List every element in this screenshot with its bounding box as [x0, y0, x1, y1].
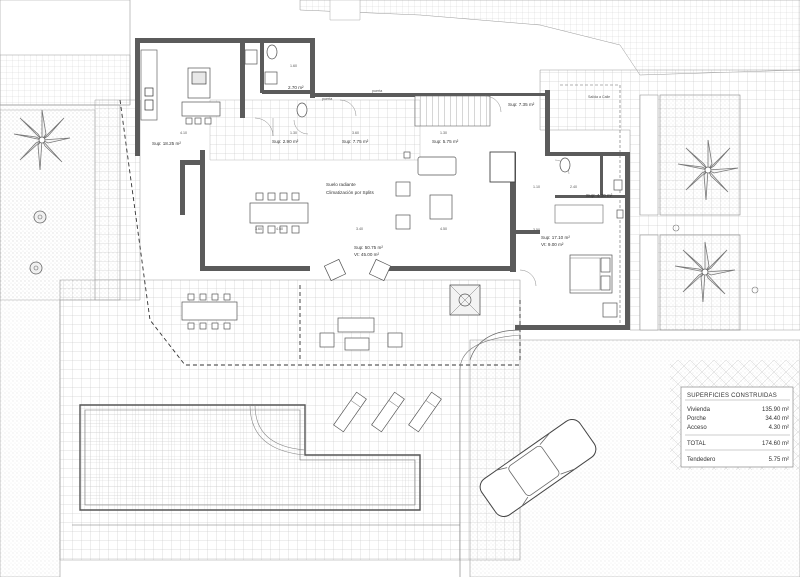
summary-row-label: Vivienda [687, 407, 711, 413]
kitchen-furniture [181, 44, 308, 125]
summary-table: SUPERFICIES CONSTRUIDAS Vivienda 135.90 … [680, 386, 794, 468]
palm-tree-icon [677, 139, 739, 201]
door-arcs [254, 95, 570, 287]
living-ac: Climatización por Splits [326, 190, 374, 195]
kitchen-area: Sup: 18.25 m² [152, 141, 181, 146]
bedroom-furniture [559, 157, 624, 318]
office-dim: 1.30 [440, 131, 447, 135]
summary-extra-value: 5.75 m² [769, 457, 789, 463]
living-dim-d: 4.50 [440, 227, 447, 231]
bath2-area: Sup: 4.30 m² [586, 193, 613, 198]
stair-area: Sup: 7.35 m² [508, 102, 535, 107]
summary-title: SUPERFICIES CONSTRUIDAS [687, 393, 777, 399]
living-heating: Suelo radiante [326, 182, 356, 187]
bath1-area: Sup: 2.90 m² [272, 139, 299, 144]
living-vol: Vt: 45.00 m² [354, 252, 379, 257]
summary-total-label: TOTAL [687, 441, 706, 447]
bedroom-area: Sup: 17.10 m² [541, 235, 570, 240]
door-label-2: puerta [372, 89, 382, 93]
wc-dim: 1.60 [290, 64, 297, 68]
palm-tree-icon [13, 109, 71, 171]
living-area: Sup: 50.75 m² [354, 245, 383, 250]
sun-loungers [333, 391, 442, 433]
bath2-dim: 2.40 [570, 185, 577, 189]
summary-row-value: 135.90 m² [762, 407, 789, 413]
car-icon [479, 418, 597, 518]
living-dim-c: 3.40 [356, 227, 363, 231]
terrace-furniture [181, 284, 481, 351]
office-area: Sup: 5.75 m² [432, 139, 459, 144]
bedroom-dim: 3.50 [533, 228, 540, 232]
shrub-icon [29, 210, 759, 294]
living-dim-a: 3.60 [255, 227, 262, 231]
summary-extra-label: Tendedero [687, 457, 716, 463]
summary-row-label: Porche [687, 416, 707, 422]
kitchen-dim: 4.10 [180, 131, 187, 135]
summary-row-value: 4.30 m² [769, 425, 789, 431]
bedroom-vol: Vt: 9.00 m² [541, 242, 564, 247]
bath1-dim: 1.30 [290, 131, 297, 135]
dining-table [249, 192, 309, 234]
hall-dim: 3.60 [352, 131, 359, 135]
living-furniture [323, 151, 457, 282]
living-dim-b: 4.50 [276, 227, 283, 231]
palm-tree-icon [674, 241, 736, 303]
room-labels: Sup: 18.25 m² 4.10 Sup: 2.90 m² 1.30 2.7… [152, 64, 613, 257]
house-walls [135, 38, 630, 330]
pool [72, 404, 460, 526]
bath2-dim-b: 1.10 [533, 185, 540, 189]
summary-row-value: 34.40 m² [765, 416, 789, 422]
porch-label: Salida a Calle [588, 95, 610, 99]
door-label-1: puerta [322, 97, 332, 101]
hall-area: Sup: 7.75 m² [342, 139, 369, 144]
summary-total-value: 174.60 m² [762, 441, 789, 447]
wc-area: 2.70 m² [288, 85, 304, 90]
summary-row-label: Acceso [687, 425, 707, 431]
